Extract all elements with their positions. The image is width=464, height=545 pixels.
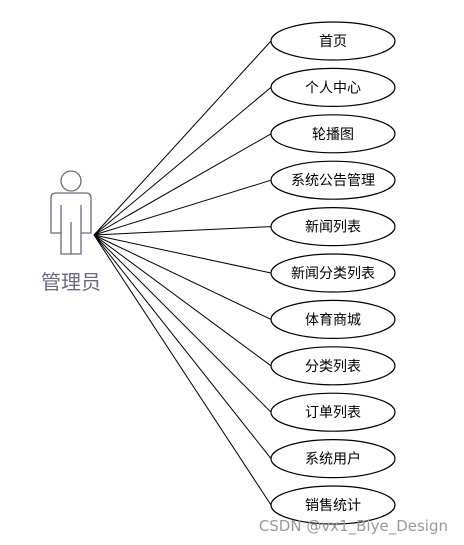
use-case: 系统用户: [270, 439, 396, 479]
use-case: 新闻分类列表: [270, 253, 396, 293]
person-icon: [50, 170, 92, 255]
use-case: 订单列表: [270, 392, 396, 432]
use-case-label: 销售统计: [305, 498, 361, 514]
use-case: 新闻列表: [270, 207, 396, 247]
association-line: [93, 87, 272, 236]
association-line: [93, 226, 272, 236]
use-case-ellipse: [270, 439, 396, 479]
use-case-ellipse: [270, 485, 396, 525]
use-case: 轮播图: [270, 114, 396, 154]
use-case: 体育商城: [270, 299, 396, 339]
association-line: [93, 234, 272, 459]
use-case-ellipse: [270, 392, 396, 432]
actor-label: 管理员: [41, 270, 101, 294]
association-line: [93, 234, 272, 413]
association-line: [93, 179, 272, 236]
use-case-label: 个人中心: [305, 80, 361, 96]
use-case-label: 分类列表: [305, 359, 361, 375]
use-case-list: 首页个人中心轮播图系统公告管理新闻列表新闻分类列表体育商城分类列表订单列表系统用…: [270, 21, 396, 525]
use-case-ellipse: [270, 21, 396, 61]
association-line: [93, 133, 272, 236]
association-line: [93, 234, 272, 506]
association-line: [93, 234, 272, 367]
use-case-ellipse: [270, 253, 396, 293]
use-case: 系统公告管理: [270, 160, 396, 200]
use-case-label: 体育商城: [305, 312, 361, 328]
use-case-ellipse: [270, 160, 396, 200]
association-line: [93, 234, 272, 274]
association-line: [93, 40, 272, 236]
use-case: 个人中心: [270, 67, 396, 108]
association-line: [93, 234, 272, 320]
use-case-ellipse: [270, 299, 396, 339]
use-case-label: 订单列表: [305, 405, 361, 421]
watermark: CSDN @vx1_Biye_Design: [259, 517, 448, 536]
use-case-ellipse: [270, 114, 396, 154]
association-lines: [93, 40, 272, 506]
use-case: 首页: [270, 21, 396, 61]
use-case-ellipse: [270, 346, 396, 386]
use-case-ellipse: [270, 67, 396, 108]
use-case-label: 系统公告管理: [291, 173, 375, 189]
use-case-label: 首页: [319, 34, 347, 50]
use-case-label: 新闻列表: [305, 220, 361, 236]
use-case-label: 系统用户: [305, 451, 361, 468]
use-case: 销售统计: [270, 485, 396, 525]
use-case: 分类列表: [270, 346, 396, 386]
use-case-ellipse: [270, 207, 396, 247]
use-case-label: 新闻分类列表: [291, 266, 375, 282]
use-case-label: 轮播图: [312, 127, 354, 143]
